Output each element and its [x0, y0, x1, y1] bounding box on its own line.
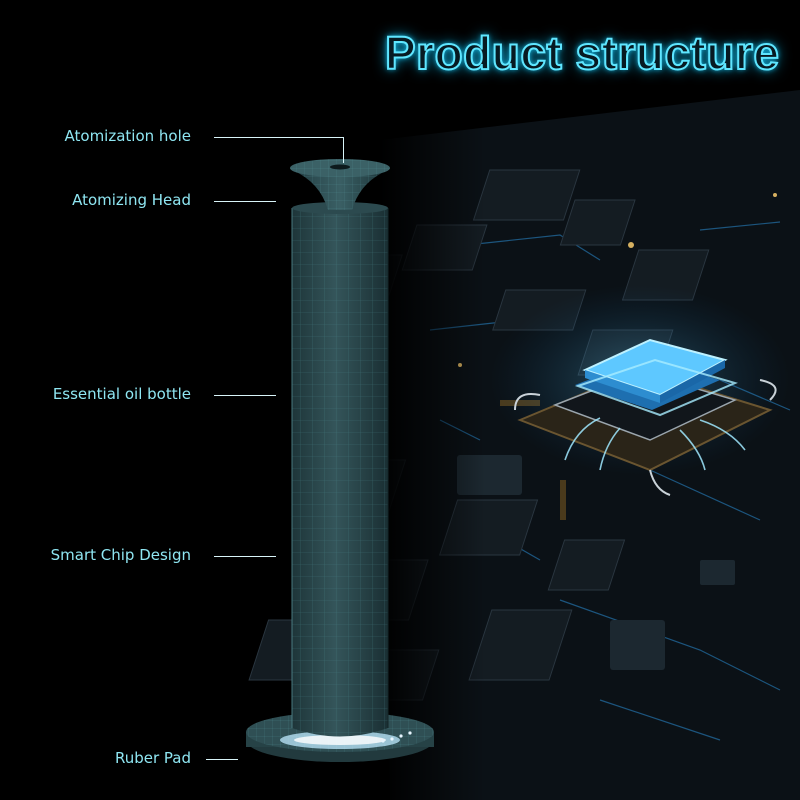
leader-atomization-hole-drop	[343, 137, 344, 163]
leader-smart-chip-design	[214, 556, 276, 557]
label-atomizing-head: Atomizing Head	[72, 191, 191, 209]
label-ruber-pad: Ruber Pad	[114, 749, 191, 767]
leader-ruber-pad	[206, 759, 238, 760]
label-atomization-hole: Atomization hole	[64, 127, 191, 145]
diffuser-device	[246, 159, 434, 762]
leader-essential-oil-bottle	[214, 395, 276, 396]
leader-atomization-hole	[214, 137, 344, 138]
leader-atomizing-head	[214, 201, 276, 202]
label-smart-chip-design: Smart Chip Design	[50, 546, 191, 564]
page-title: Product structure	[384, 26, 780, 80]
label-essential-oil-bottle: Essential oil bottle	[52, 385, 191, 403]
